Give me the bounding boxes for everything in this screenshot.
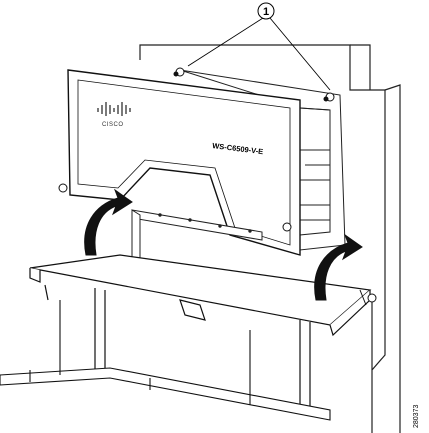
brand-label: CISCO <box>102 122 124 128</box>
rack-screw <box>359 289 377 306</box>
right-rotate-arrow <box>314 233 363 301</box>
lower-rails <box>0 300 331 421</box>
screw-right <box>282 222 292 232</box>
cisco-logo-icon <box>97 102 131 116</box>
callout-number: 1 <box>263 6 269 18</box>
front-panel <box>67 69 301 256</box>
callout-circle <box>257 2 275 20</box>
screw-left <box>58 183 68 193</box>
callout-leaders <box>187 17 331 91</box>
shelf-tray <box>29 254 372 411</box>
figure-id: 280373 <box>413 405 420 428</box>
rotate-arrow-icon <box>84 188 363 301</box>
guide-bracket <box>131 209 263 271</box>
callout-1: 1 <box>257 2 275 20</box>
captive-screws <box>58 67 335 232</box>
left-rotate-arrow <box>84 188 133 256</box>
